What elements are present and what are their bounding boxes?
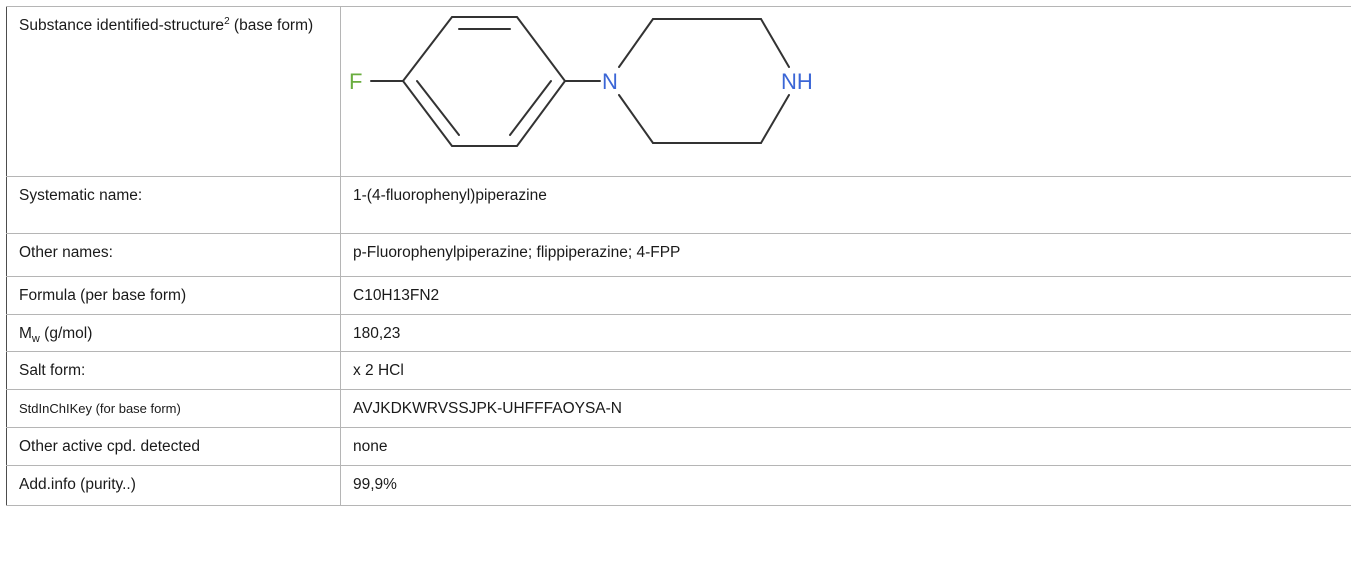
structure-label-tail: (base form)	[229, 17, 314, 34]
other-active-value: none	[340, 427, 1351, 466]
atom-nitrogen: N	[602, 69, 618, 94]
structure-label: Substance identified-structure2 (base fo…	[6, 6, 341, 177]
other-names-label: Other names:	[6, 233, 341, 277]
row-other-active: Other active cpd. detected none	[6, 427, 1351, 466]
bonds	[370, 16, 790, 147]
row-structure: Substance identified-structure2 (base fo…	[6, 6, 1351, 177]
bond-pip-6	[618, 94, 654, 144]
structure-label-text: Substance identified-structure	[19, 17, 225, 34]
add-info-label: Add.info (purity..)	[6, 465, 341, 506]
bond-pip-1	[618, 18, 654, 68]
other-active-label: Other active cpd. detected	[6, 427, 341, 466]
mw-value: 180,23	[340, 314, 1351, 352]
bond-pip-3	[760, 18, 790, 68]
row-mw: Mw (g/mol) 180,23	[6, 314, 1351, 352]
mw-label-sub: w	[31, 333, 40, 346]
row-stdinchikey: StdInChIKey (for base form) AVJKDKWRVSSJ…	[6, 389, 1351, 428]
row-salt-form: Salt form: x 2 HCl	[6, 351, 1351, 390]
atom-nh: NH	[781, 69, 813, 94]
salt-form-label: Salt form:	[6, 351, 341, 390]
other-names-value: p-Fluorophenylpiperazine; flippiperazine…	[340, 233, 1351, 277]
stdinchikey-label: StdInChIKey (for base form)	[6, 389, 341, 428]
stdinchikey-value: AVJKDKWRVSSJPK-UHFFFAOYSA-N	[340, 389, 1351, 428]
double-bond-2	[509, 80, 552, 136]
mw-label-m: M	[19, 325, 32, 342]
systematic-name-label: Systematic name:	[6, 176, 341, 234]
structure-image-cell: F N NH	[340, 6, 1351, 177]
systematic-name-value: 1-(4-fluorophenyl)piperazine	[340, 176, 1351, 234]
bond-pip-4	[760, 94, 790, 144]
row-add-info: Add.info (purity..) 99,9%	[6, 465, 1351, 506]
formula-label: Formula (per base form)	[6, 276, 341, 315]
mw-label: Mw (g/mol)	[6, 314, 341, 352]
row-other-names: Other names: p-Fluorophenylpiperazine; f…	[6, 233, 1351, 277]
mw-label-tail: (g/mol)	[39, 325, 93, 342]
substance-info-table: Substance identified-structure2 (base fo…	[6, 6, 1351, 506]
footnote-mark: 2	[224, 15, 230, 27]
molecule-structure: F N NH	[349, 16, 813, 147]
formula-value: C10H13FN2	[340, 276, 1351, 315]
add-info-value: 99,9%	[340, 465, 1351, 506]
salt-form-value: x 2 HCl	[340, 351, 1351, 390]
row-systematic-name: Systematic name: 1-(4-fluorophenyl)piper…	[6, 176, 1351, 234]
atom-fluorine: F	[349, 69, 362, 94]
double-bond-3	[416, 80, 460, 136]
row-formula: Formula (per base form) C10H13FN2	[6, 276, 1351, 315]
benzene-ring	[401, 16, 567, 147]
